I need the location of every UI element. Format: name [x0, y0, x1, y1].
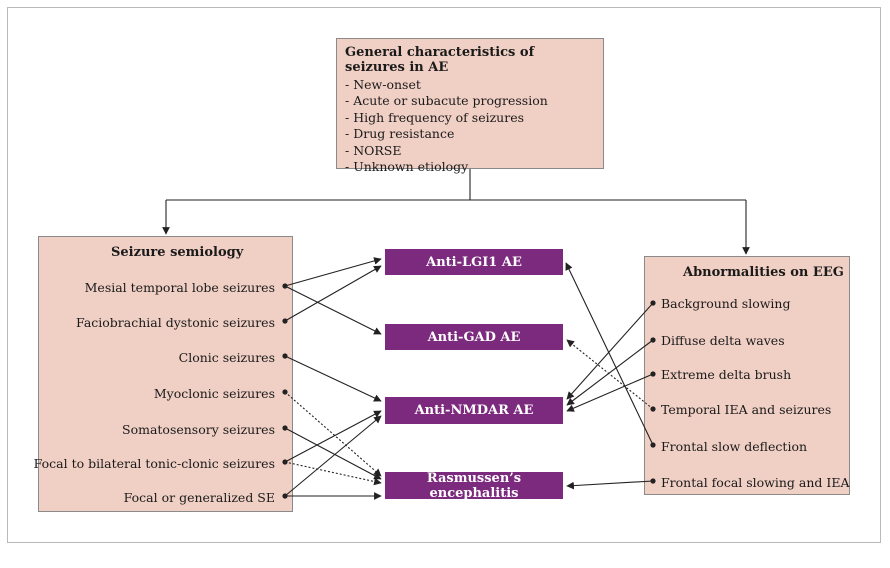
seizure-semiology-box: Seizure semiology Mesial temporal lobe s… — [34, 236, 293, 512]
semiology-bullet — [282, 318, 288, 324]
semiology-bullet — [282, 353, 288, 359]
arrow-fbds-to-lgi1 — [284, 265, 382, 322]
antibody-box-rasmussen: Rasmussen’s encephalitis — [385, 471, 563, 501]
eeg-bullet — [650, 406, 656, 412]
eeg-bullet — [650, 337, 656, 343]
semiology-item: Focal to bilateral tonic-clonic seizures — [33, 456, 275, 471]
general-item: - NORSE — [345, 142, 402, 158]
semiology-item: Myoclonic seizures — [153, 386, 275, 401]
arrow-se-to-nmdar — [284, 415, 382, 497]
general-item: - Unknown etiology — [345, 159, 469, 175]
arrow-fbtcs-to-rasmussen — [284, 461, 382, 486]
eeg-item: Diffuse delta waves — [661, 333, 785, 348]
arrow-diffdelta-to-nmdar — [566, 339, 654, 406]
general-item: - High frequency of seizures — [345, 109, 525, 125]
antibody-box-anti-gad: Anti-GAD AE — [385, 324, 563, 350]
arrow-mesial-to-lgi1 — [284, 257, 382, 287]
antibody-box-anti-lgi1: Anti-LGI1 AE — [385, 249, 563, 275]
general-item: - Acute or subacute progression — [345, 93, 548, 109]
arrow-edb-to-nmdar — [566, 373, 654, 412]
eeg-bullet — [650, 371, 656, 377]
eeg-item: Background slowing — [661, 296, 791, 311]
arrow-fsd-to-lgi1 — [565, 262, 654, 446]
semiology-bullet — [282, 389, 288, 395]
eeg-item: Frontal focal slowing and IEA — [661, 475, 850, 490]
eeg-abnormalities-title: Abnormalities on EEG — [683, 265, 844, 280]
antibody-box-anti-nmdar: Anti-NMDAR AE — [385, 397, 563, 424]
arrow-somatosensory-to-rasmussen — [284, 427, 382, 480]
eeg-item: Frontal slow deflection — [661, 439, 808, 454]
semiology-item: Focal or generalized SE — [123, 490, 275, 505]
seizure-semiology-title: Seizure semiology — [111, 245, 244, 260]
eeg-bullet — [650, 442, 656, 448]
semiology-item: Clonic seizures — [178, 350, 275, 365]
general-characteristics-title: General characteristics of seizures in A… — [345, 45, 535, 75]
semiology-bullet — [282, 493, 288, 499]
semiology-bullet — [282, 459, 288, 465]
eeg-item: Extreme delta brush — [661, 367, 792, 382]
semiology-item: Somatosensory seizures — [122, 422, 275, 437]
semiology-bullet — [282, 283, 288, 289]
arrow-frontal-to-rasmussen — [566, 480, 654, 490]
general-item: - Drug resistance — [345, 126, 455, 142]
arrow-bgslow-to-nmdar — [566, 302, 654, 400]
semiology-item: Faciobrachial dystonic seizures — [76, 315, 275, 330]
general-item: - New-onset — [345, 77, 421, 92]
eeg-bullet — [650, 300, 656, 306]
eeg-bullet — [650, 478, 656, 484]
arrow-fbtcs-to-nmdar — [284, 410, 382, 463]
arrow-myoclonic-to-rasmussen — [284, 391, 382, 477]
arrow-mesial-to-gad — [284, 285, 382, 335]
semiology-item: Mesial temporal lobe seizures — [84, 280, 275, 295]
general-characteristics-box: General characteristics of seizures in A… — [336, 38, 604, 174]
eeg-item: Temporal IEA and seizures — [661, 402, 832, 417]
semiology-bullet — [282, 425, 288, 431]
arrow-clonic-to-nmdar — [284, 355, 382, 402]
eeg-abnormalities-box: Abnormalities on EEG Background slowing … — [644, 256, 850, 495]
